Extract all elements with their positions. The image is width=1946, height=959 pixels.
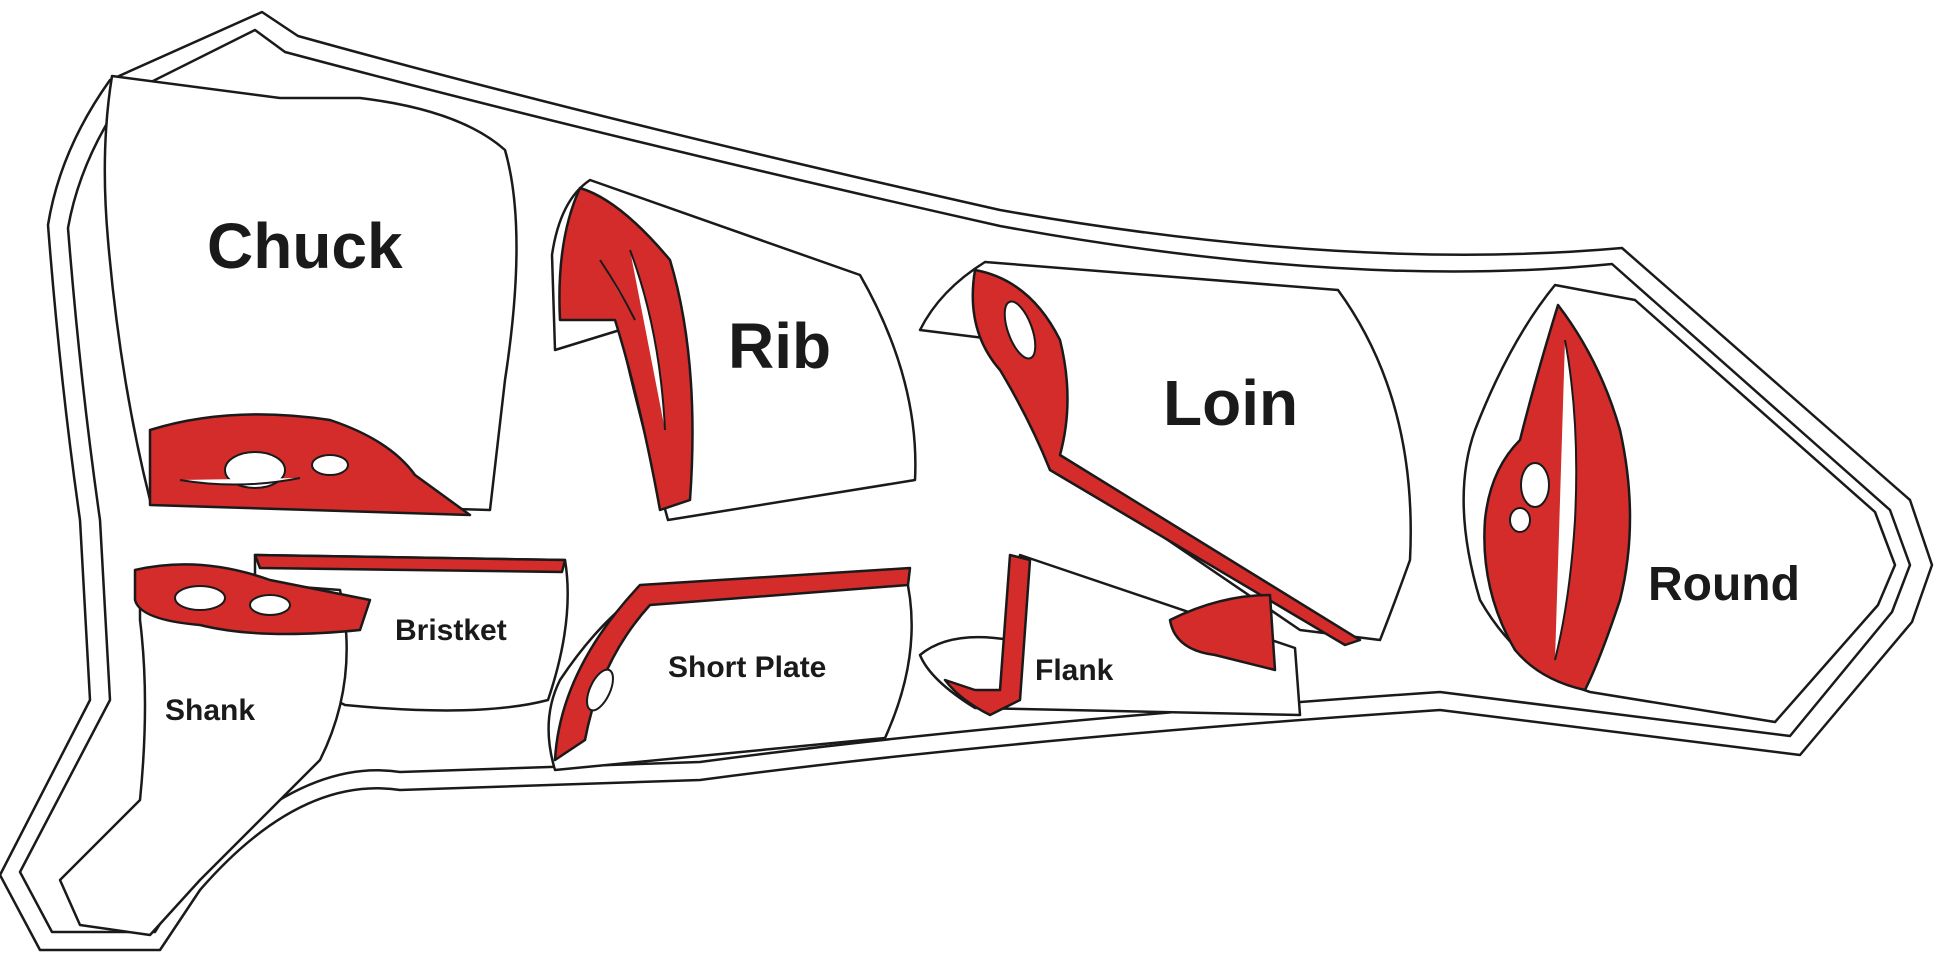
round-cut: Round bbox=[1464, 285, 1895, 722]
chuck-label: Chuck bbox=[207, 210, 403, 282]
chuck-cut: Chuck bbox=[105, 76, 517, 515]
rib-label: Rib bbox=[728, 310, 831, 382]
flank-label: Flank bbox=[1035, 654, 1114, 687]
round-label: Round bbox=[1648, 558, 1800, 611]
short-plate-label: Short Plate bbox=[668, 651, 826, 684]
loin-label: Loin bbox=[1163, 367, 1298, 439]
shank-label: Shank bbox=[165, 694, 255, 727]
brisket-label: Bristket bbox=[395, 614, 507, 647]
